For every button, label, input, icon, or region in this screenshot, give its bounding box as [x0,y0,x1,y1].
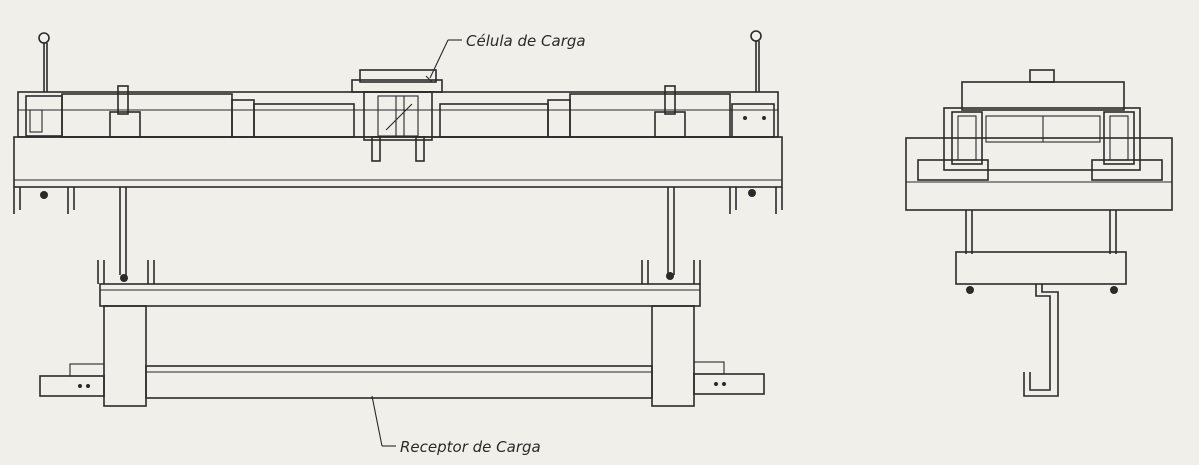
load-cell-callout: Célula de Carga [425,32,586,83]
load-receptor-label: Receptor de Carga [400,438,541,456]
upper-assembly [17,85,779,138]
load-receptor-callout: Receptor de Carga [371,395,541,456]
left-hanger-rod [38,32,50,92]
main-beam [13,136,783,214]
front-view [13,30,783,407]
load-cell [351,69,443,162]
right-hanger-rod [750,30,762,92]
load-cell-label: Célula de Carga [466,32,586,50]
hanger-links [119,187,675,275]
side-view [905,69,1173,397]
load-receptor [39,260,765,407]
